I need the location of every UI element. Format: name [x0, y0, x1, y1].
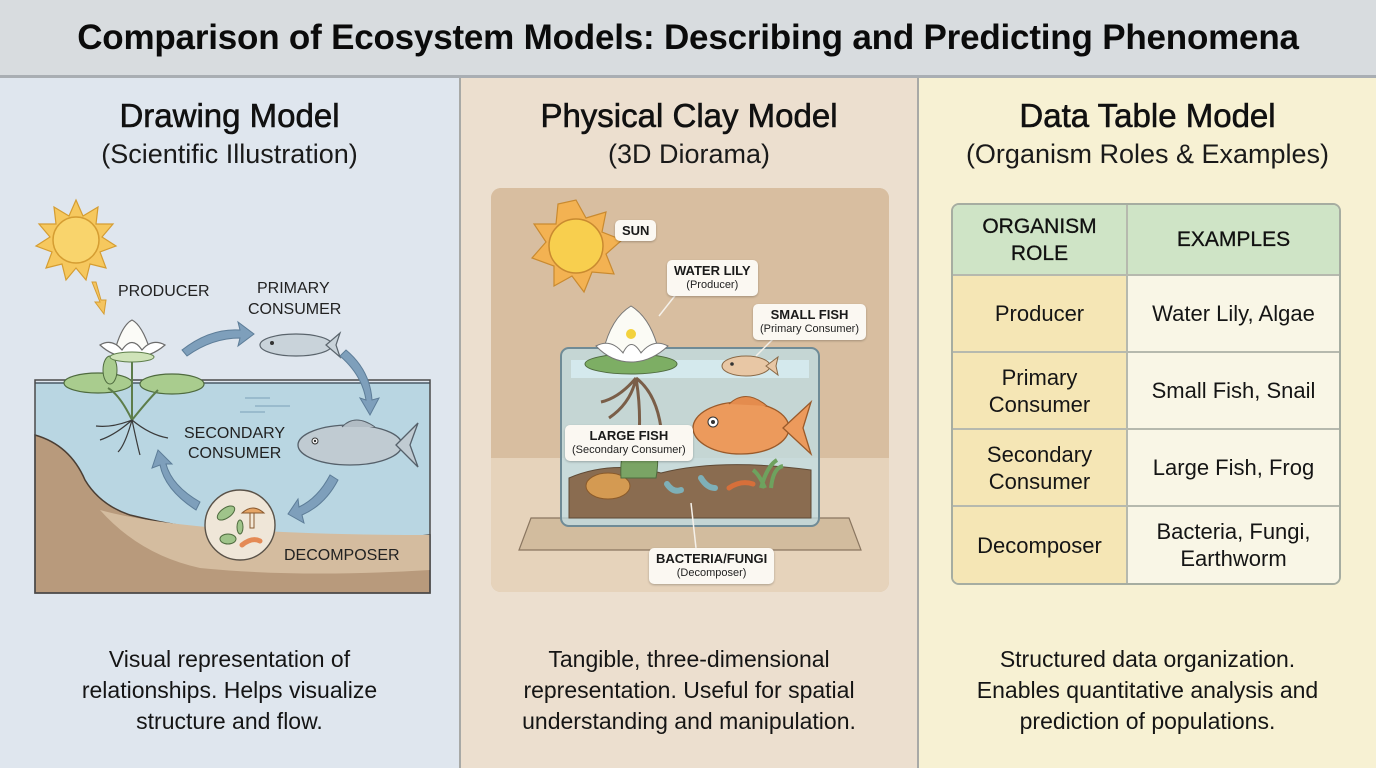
drawing-model-panel: Drawing Model (Scientific Illustration)	[0, 78, 459, 768]
panel-header: Drawing Model (Scientific Illustration)	[0, 96, 459, 172]
clay-model-panel: Physical Clay Model (3D Diorama)	[459, 78, 917, 768]
role-cell: Primary Consumer	[953, 351, 1128, 430]
organism-table: ORGANISM ROLE EXAMPLES Producer Water Li…	[951, 203, 1341, 585]
title-bar: Comparison of Ecosystem Models: Describi…	[0, 0, 1376, 78]
sunlight-arrow-icon	[91, 281, 107, 316]
panel-heading: Physical Clay Model	[540, 97, 838, 135]
secondary-consumer-label-2: CONSUMER	[188, 445, 281, 462]
panel-description: Tangible, three-dimensional representati…	[522, 646, 856, 734]
large-fish-icon	[297, 419, 419, 468]
label-tag-bacteria-fungi: BACTERIA/FUNGI (Decomposer)	[649, 548, 775, 584]
column-header-role: ORGANISM ROLE	[953, 205, 1128, 276]
panel-subheading: (Scientific Illustration)	[101, 139, 358, 169]
panel-heading: Data Table Model	[1019, 97, 1276, 135]
label-tag-sun: SUN	[615, 220, 657, 241]
table-row: Producer Water Lily, Algae	[953, 274, 1339, 353]
panel-header: Data Table Model (Organism Roles & Examp…	[919, 96, 1376, 172]
role-cell: Decomposer	[953, 505, 1128, 583]
clay-small-fish-icon	[721, 355, 779, 377]
clay-water-lily-icon	[584, 305, 678, 375]
examples-cell: Large Fish, Frog	[1126, 428, 1339, 507]
role-cell: Producer	[953, 274, 1128, 353]
table-row: Primary Consumer Small Fish, Snail	[953, 351, 1339, 430]
data-table-panel: Data Table Model (Organism Roles & Examp…	[917, 78, 1376, 768]
secondary-consumer-label-1: SECONDARY	[184, 425, 285, 442]
panel-subheading: (3D Diorama)	[607, 139, 771, 169]
label-tag-water-lily: WATER LILY (Producer)	[667, 260, 758, 296]
food-web-illustration: PRODUCER PRIMARY CONSUMER SECONDARY CONS…	[0, 190, 459, 610]
primary-consumer-label-2: CONSUMER	[248, 301, 341, 318]
clay-sun-icon	[530, 199, 624, 294]
sun-icon	[34, 198, 118, 282]
panel-header: Physical Clay Model (3D Diorama)	[461, 96, 917, 172]
table-row: Decomposer Bacteria, Fungi, Earthworm	[953, 505, 1339, 583]
producer-label: PRODUCER	[118, 283, 210, 300]
primary-consumer-label-1: PRIMARY	[257, 280, 330, 297]
panel-heading: Drawing Model	[119, 97, 340, 135]
panel-description: Visual representation of relationships. …	[81, 646, 378, 734]
small-fish-icon	[259, 331, 342, 359]
label-tag-small-fish: SMALL FISH (Primary Consumer)	[753, 304, 867, 340]
microbes-icon	[204, 489, 276, 561]
decomposer-label: DECOMPOSER	[284, 547, 400, 564]
panel-subheading: (Organism Roles & Examples)	[965, 139, 1330, 169]
column-header-examples: EXAMPLES	[1126, 205, 1339, 276]
label-tag-large-fish: LARGE FISH (Secondary Consumer)	[565, 425, 693, 461]
examples-cell: Water Lily, Algae	[1126, 274, 1339, 353]
role-cell: Secondary Consumer	[953, 428, 1128, 507]
panel-description: Structured data organization. Enables qu…	[976, 646, 1319, 734]
cycle-arrow-icon	[151, 320, 380, 525]
examples-cell: Bacteria, Fungi, Earthworm	[1126, 505, 1339, 583]
page-title: Comparison of Ecosystem Models: Describi…	[77, 17, 1299, 57]
clay-large-fish-icon	[692, 396, 813, 457]
table-row: Secondary Consumer Large Fish, Frog	[953, 428, 1339, 507]
water-lily-icon	[63, 319, 205, 456]
table-header-row: ORGANISM ROLE EXAMPLES	[953, 205, 1339, 276]
examples-cell: Small Fish, Snail	[1126, 351, 1339, 430]
diorama-photo: SUN WATER LILY (Producer) SMALL FISH (Pr…	[491, 188, 889, 592]
